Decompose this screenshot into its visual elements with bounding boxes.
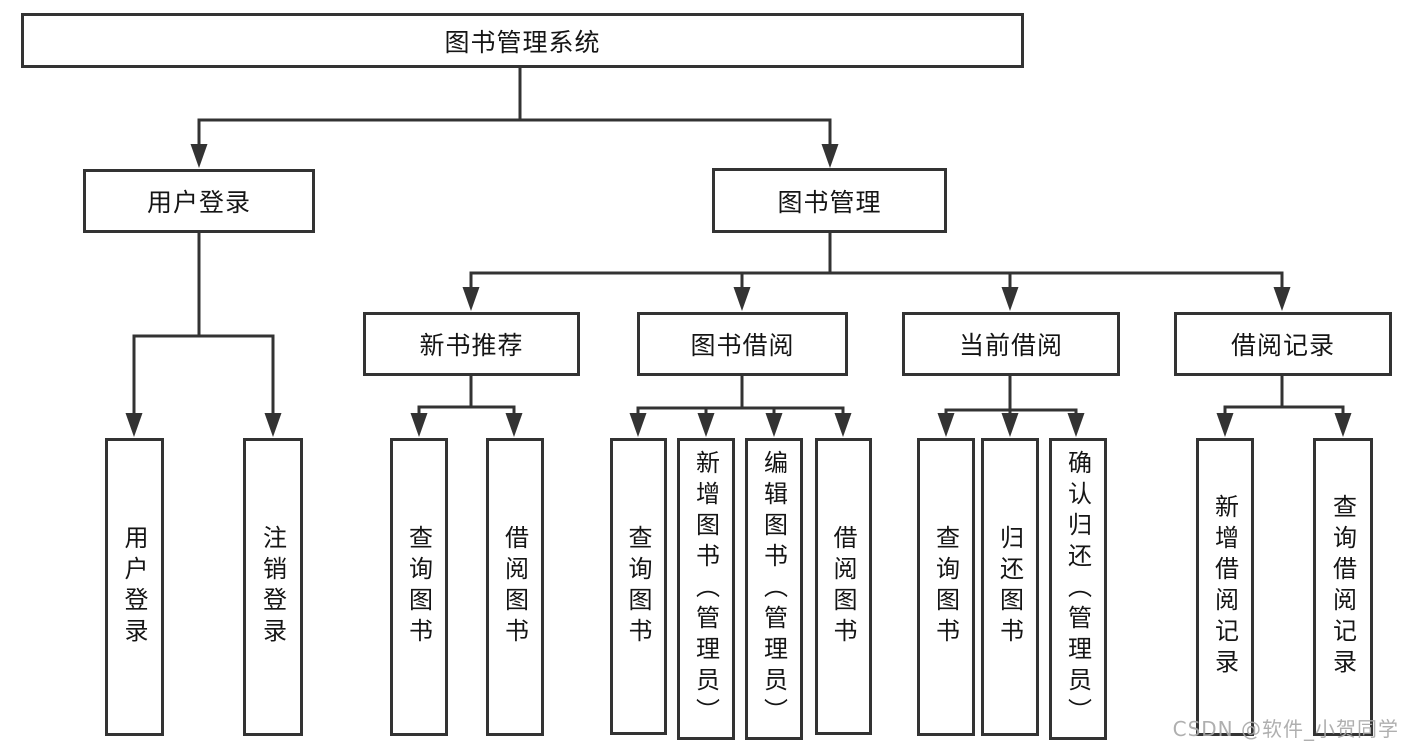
leaf-query-books-recommend: 查询图书 xyxy=(390,438,448,736)
leaf-confirm-return-admin: 确认归还（管理员） xyxy=(1049,438,1107,740)
leaf-edit-books-admin: 编辑图书（管理员） xyxy=(745,438,803,740)
leaf-borrow-books-recommend: 借阅图书 xyxy=(486,438,544,736)
leaf-query-books-borrowing: 查询图书 xyxy=(610,438,667,735)
leaf-borrow-books-borrowing: 借阅图书 xyxy=(815,438,872,735)
leaf-return-books: 归还图书 xyxy=(981,438,1039,736)
leaf-logout: 注销登录 xyxy=(243,438,303,736)
node-book-borrowing: 图书借阅 xyxy=(637,312,848,376)
node-new-book-recommend: 新书推荐 xyxy=(363,312,580,376)
node-user-login: 用户登录 xyxy=(83,169,315,233)
node-system-root: 图书管理系统 xyxy=(21,13,1024,68)
node-book-management: 图书管理 xyxy=(712,168,947,233)
leaf-query-books-current: 查询图书 xyxy=(917,438,975,736)
leaf-add-books-admin: 新增图书（管理员） xyxy=(677,438,735,740)
watermark: CSDN @软件_小贺同学 xyxy=(1172,717,1399,741)
node-borrow-records: 借阅记录 xyxy=(1174,312,1392,376)
leaf-add-borrow-record: 新增借阅记录 xyxy=(1196,438,1254,736)
leaf-query-borrow-record: 查询借阅记录 xyxy=(1313,438,1373,736)
node-current-borrowing: 当前借阅 xyxy=(902,312,1120,376)
leaf-user-login: 用户登录 xyxy=(105,438,164,736)
